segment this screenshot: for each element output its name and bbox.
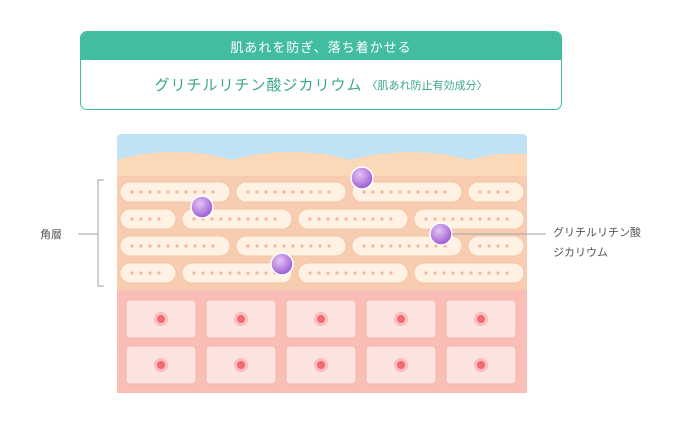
corneocyte	[298, 263, 408, 283]
ingredient-particle	[430, 223, 452, 245]
ingredient-particle	[271, 253, 293, 275]
ingredient-callout-label: グリチルリチン酸 ジカリウム	[553, 223, 641, 263]
corneocyte	[414, 263, 524, 283]
stratum-corneum-label: 角層	[40, 226, 62, 242]
corneocyte	[120, 236, 230, 256]
corneocyte	[236, 236, 346, 256]
epidermal-cell	[286, 346, 356, 384]
epidermal-cell	[366, 346, 436, 384]
corneocyte	[414, 209, 524, 229]
epidermal-cell	[286, 300, 356, 338]
corneocyte	[298, 209, 408, 229]
corneocyte	[120, 263, 176, 283]
corneocyte	[236, 182, 346, 202]
epidermal-cell	[206, 300, 276, 338]
corneocyte	[120, 182, 230, 202]
callout-line1: グリチルリチン酸	[553, 223, 641, 243]
epidermal-cell	[126, 346, 196, 384]
epidermal-cell	[446, 300, 516, 338]
epidermal-cell	[126, 300, 196, 338]
epidermal-cell	[366, 300, 436, 338]
epidermal-cell	[446, 346, 516, 384]
callout-line2: ジカリウム	[553, 243, 641, 263]
corneocyte	[468, 236, 524, 256]
stratum-bracket	[98, 180, 104, 286]
ingredient-particle	[191, 196, 213, 218]
ingredient-particle	[351, 167, 373, 189]
corneocyte	[468, 182, 524, 202]
corneocyte	[120, 209, 176, 229]
epidermal-cell	[206, 346, 276, 384]
